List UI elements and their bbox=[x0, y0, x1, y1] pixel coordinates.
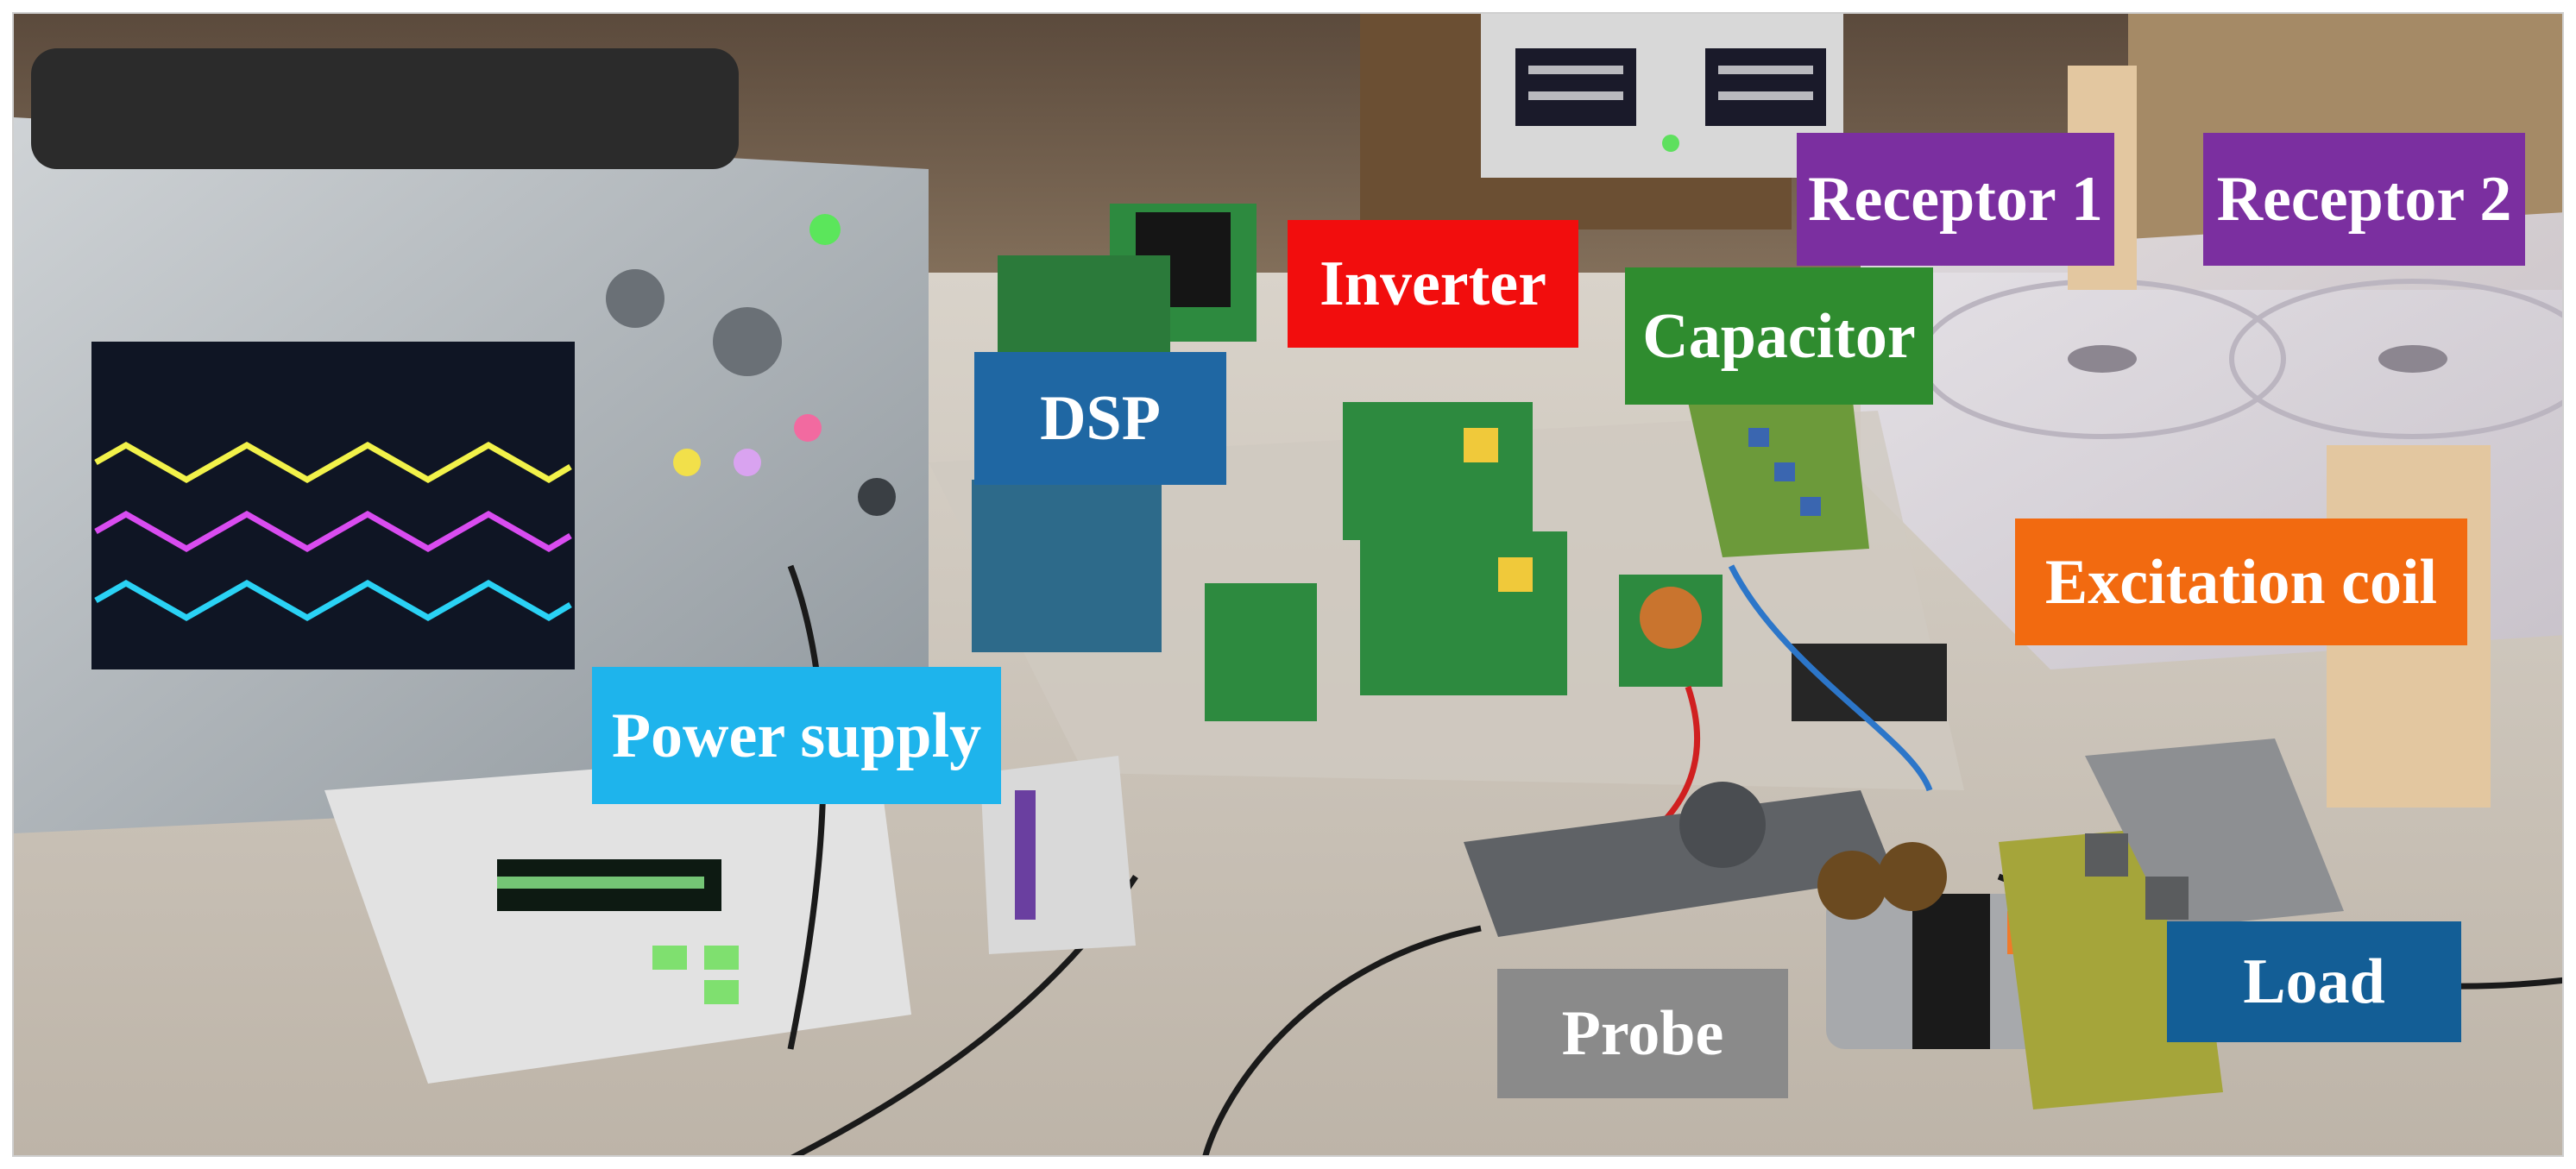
scope-trace-cyan bbox=[94, 579, 572, 622]
label-inverter: Inverter bbox=[1288, 220, 1578, 348]
label-excitation-coil: Excitation coil bbox=[2015, 519, 2467, 645]
lab-setup-photo bbox=[14, 14, 2562, 1155]
label-power-supply: Power supply bbox=[592, 667, 1001, 804]
label-receptor-2: Receptor 2 bbox=[2203, 133, 2525, 266]
scope-trace-yellow bbox=[94, 441, 572, 484]
scope-trace-magenta bbox=[94, 510, 572, 553]
dc-power-supplies bbox=[1481, 14, 1843, 178]
label-load: Load bbox=[2167, 921, 2461, 1042]
label-probe: Probe bbox=[1497, 969, 1788, 1098]
bench-power-supply bbox=[324, 747, 911, 1084]
differential-probe bbox=[980, 756, 1136, 954]
oscilloscope bbox=[14, 48, 929, 833]
label-dsp: DSP bbox=[974, 352, 1226, 485]
label-capacitor: Capacitor bbox=[1625, 267, 1933, 405]
photo-frame: Inverter Receptor 1 Receptor 2 DSP Capac… bbox=[12, 12, 2564, 1157]
label-receptor-1: Receptor 1 bbox=[1797, 133, 2114, 266]
